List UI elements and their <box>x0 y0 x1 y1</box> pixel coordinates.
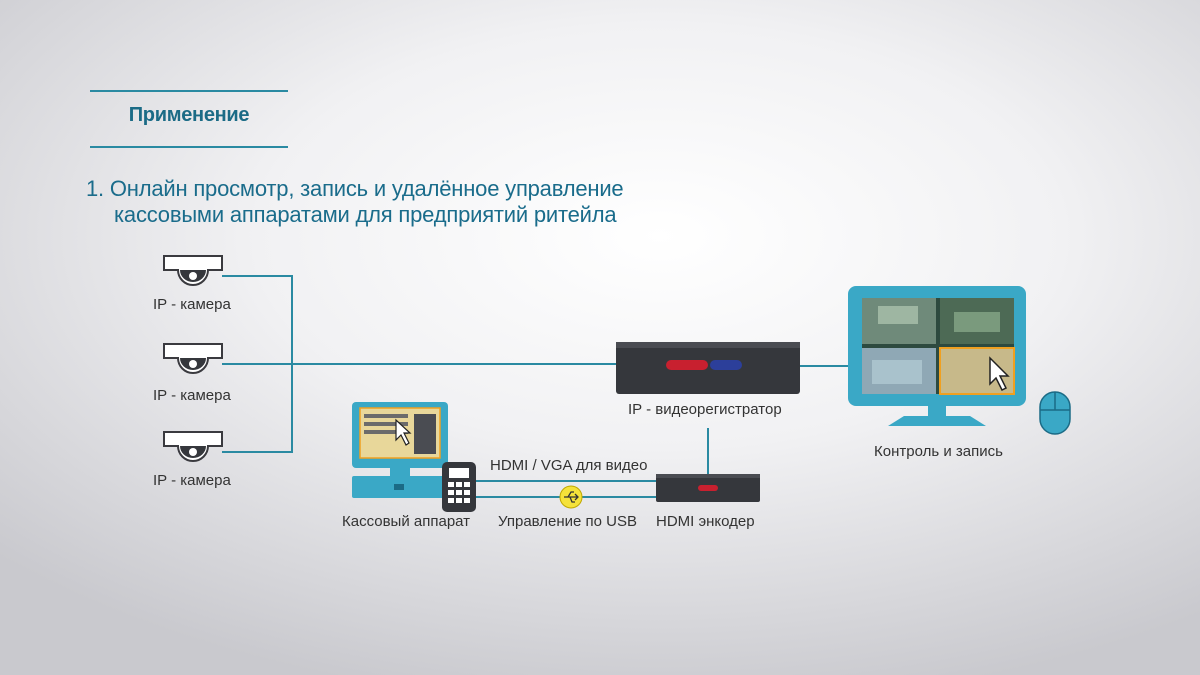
hdmi-vga-label: HDMI / VGA для видео <box>490 457 648 474</box>
encoder-label: HDMI энкодер <box>656 513 755 530</box>
cash-register-label: Кассовый аппарат <box>342 513 471 530</box>
heading-line-1: 1. Онлайн просмотр, запись и удалённое у… <box>86 176 624 201</box>
monitor-label: Контроль и запись <box>874 443 1003 460</box>
camera-2-label: IP - камера <box>153 387 231 404</box>
usb-icon <box>559 485 583 509</box>
bottom-rule <box>90 146 288 148</box>
dome-camera-icon <box>163 255 223 286</box>
camera-3-label: IP - камера <box>153 472 231 489</box>
camera-1-label: IP - камера <box>153 296 231 313</box>
nvr-icon <box>616 342 800 394</box>
monitor-icon <box>848 286 1026 426</box>
nvr-label: IP - видеорегистратор <box>628 401 782 418</box>
section-title: Применение <box>128 104 250 126</box>
pin-pad-icon <box>442 462 476 512</box>
dome-camera-icon <box>163 431 223 462</box>
top-rule <box>90 90 288 92</box>
mouse-icon <box>1039 391 1071 435</box>
page-heading: 1. Онлайн просмотр, запись и удалённое у… <box>86 176 726 228</box>
dome-camera-icon <box>163 343 223 374</box>
usb-label: Управление по USB <box>498 513 638 530</box>
hdmi-encoder-icon <box>656 474 760 502</box>
heading-line-2: кассовыми аппаратами для предприятий рит… <box>114 202 617 227</box>
